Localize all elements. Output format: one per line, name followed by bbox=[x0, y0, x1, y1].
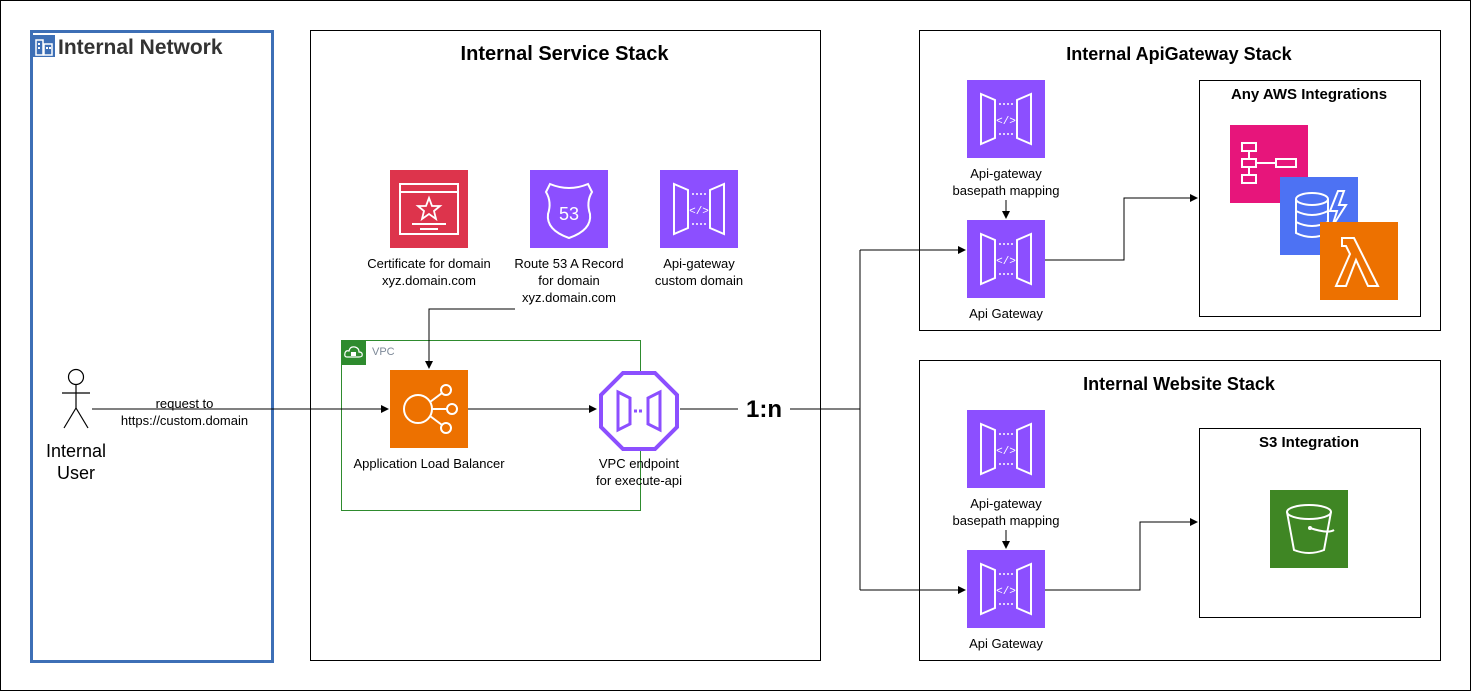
s3-bucket-icon bbox=[1270, 490, 1348, 568]
website-stack-title: Internal Website Stack bbox=[1083, 374, 1275, 394]
website-mapping-icon: </> bbox=[967, 410, 1045, 488]
any-aws-integrations-title: Any AWS Integrations bbox=[1230, 86, 1388, 103]
svg-text:</>: </> bbox=[996, 446, 1016, 458]
route53-icon-text: 53 bbox=[559, 204, 579, 224]
website-to-s3-arrow bbox=[1045, 518, 1198, 591]
service-stack-title: Internal Service Stack bbox=[460, 43, 669, 65]
website-mapping-label: Api-gateway basepath mapping bbox=[952, 496, 1060, 528]
vpc-endpoint-icon bbox=[598, 370, 680, 452]
website-gateway-icon: </> bbox=[967, 550, 1045, 628]
vpc-cloud-icon bbox=[341, 340, 366, 365]
certificate-label: Certificate for domain xyz.domain.com bbox=[367, 256, 491, 288]
route53-icon: 53 bbox=[530, 170, 608, 248]
request-label: request to https://custom.domain bbox=[112, 395, 257, 429]
custom-domain-label: Api-gateway custom domain bbox=[654, 256, 744, 288]
svg-text:</>: </> bbox=[689, 206, 709, 218]
apigw-mapping-icon: </> bbox=[967, 80, 1045, 158]
apigw-to-integrations-arrow bbox=[1045, 194, 1198, 261]
internal-service-stack bbox=[310, 30, 821, 661]
application-load-balancer-icon bbox=[390, 370, 468, 448]
svg-text:</>: </> bbox=[996, 116, 1016, 128]
alb-label: Application Load Balancer bbox=[353, 456, 505, 471]
dynamodb-icon bbox=[1280, 177, 1358, 255]
user-actor-icon bbox=[60, 368, 92, 430]
route53-to-alb-arrow bbox=[425, 308, 515, 369]
cardinality-label: 1:n bbox=[746, 396, 782, 423]
svg-text:</>: </> bbox=[996, 586, 1016, 598]
vpc-label: VPC bbox=[372, 346, 395, 358]
user-label: Internal User bbox=[45, 441, 107, 483]
apigw-gateway-icon: </> bbox=[967, 220, 1045, 298]
internal-network-box bbox=[30, 30, 274, 663]
route53-label: Route 53 A Record for domain xyz.domain.… bbox=[514, 256, 624, 305]
certificate-manager-icon bbox=[390, 170, 468, 248]
api-gateway-custom-domain-icon: </> bbox=[660, 170, 738, 248]
apigw-gateway-label: Api Gateway bbox=[969, 306, 1043, 321]
s3-integration-title: S3 Integration bbox=[1258, 434, 1359, 451]
vpc-endpoint-label: VPC endpoint for execute-api bbox=[596, 456, 682, 488]
apigw-mapping-label: Api-gateway basepath mapping bbox=[952, 166, 1060, 198]
corporate-building-icon bbox=[33, 35, 55, 57]
lambda-icon bbox=[1320, 222, 1398, 300]
internal-network-title: Internal Network bbox=[58, 36, 223, 59]
svg-text:</>: </> bbox=[996, 256, 1016, 268]
website-gateway-label: Api Gateway bbox=[969, 636, 1043, 651]
apigateway-stack-title: Internal ApiGateway Stack bbox=[1066, 44, 1292, 64]
